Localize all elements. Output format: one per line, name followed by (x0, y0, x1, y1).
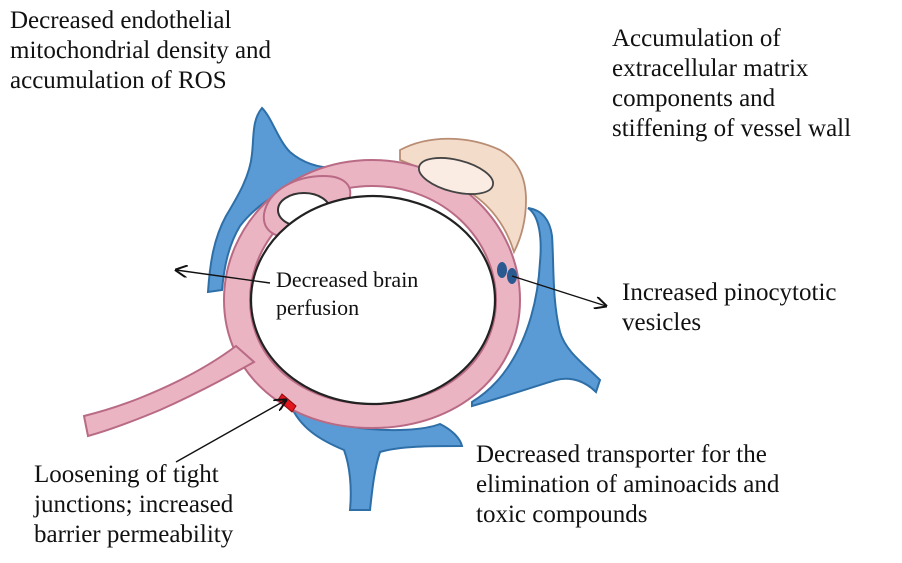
label-transporter-line-3: toxic compounds (476, 500, 779, 530)
label-ecm-line-4: stiffening of vessel wall (612, 114, 851, 144)
label-ecm: Accumulation of extracellular matrix com… (612, 24, 851, 144)
label-mitochondria-line-3: accumulation of ROS (10, 66, 271, 96)
label-ecm-line-3: components and (612, 84, 851, 114)
label-tight-junctions-line-3: barrier permeability (34, 520, 233, 550)
label-transporter-line-1: Decreased transporter for the (476, 440, 779, 470)
label-transporter-line-2: elimination of aminoacids and (476, 470, 779, 500)
label-mitochondria: Decreased endothelial mitochondrial dens… (10, 6, 271, 96)
label-mitochondria-line-2: mitochondrial density and (10, 36, 271, 66)
label-pinocytotic: Increased pinocytotic vesicles (622, 278, 837, 338)
label-perfusion-line-2: perfusion (276, 294, 418, 322)
arrow-pinocytotic (512, 276, 606, 306)
label-tight-junctions-line-2: junctions; increased (34, 490, 233, 520)
label-mitochondria-line-1: Decreased endothelial (10, 6, 271, 36)
label-transporter: Decreased transporter for the eliminatio… (476, 440, 779, 530)
arrow-tight-junctions (176, 400, 286, 462)
label-pinocytotic-line-2: vesicles (622, 308, 837, 338)
label-ecm-line-1: Accumulation of (612, 24, 851, 54)
label-ecm-line-2: extracellular matrix (612, 54, 851, 84)
vesicle (497, 262, 507, 278)
label-perfusion: Decreased brain perfusion (276, 266, 418, 322)
branch-vessel (84, 346, 254, 436)
label-perfusion-line-1: Decreased brain (276, 266, 418, 294)
label-tight-junctions: Loosening of tight junctions; increased … (34, 460, 233, 550)
label-tight-junctions-line-1: Loosening of tight (34, 460, 233, 490)
label-pinocytotic-line-1: Increased pinocytotic (622, 278, 837, 308)
